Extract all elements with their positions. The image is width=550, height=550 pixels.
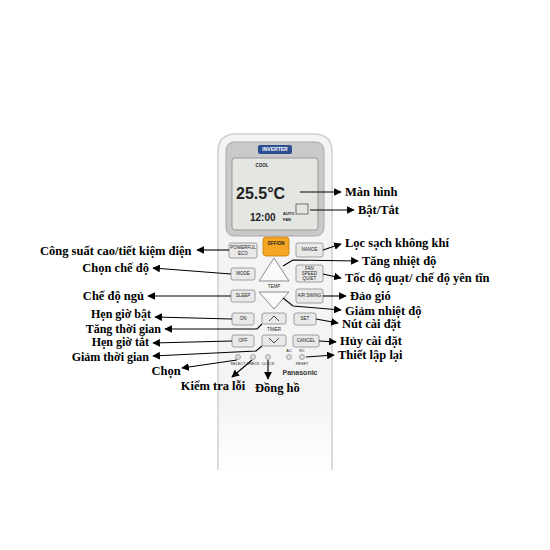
panel-label: RC (299, 349, 304, 353)
panel-label: TEMP (268, 284, 281, 289)
inverter-badge (258, 145, 292, 154)
callout-label: Chọn (151, 364, 180, 378)
temp-up-button (259, 258, 289, 281)
callout-label: Thiết lập lại (338, 348, 403, 362)
callout-label: Tốc độ quạt/ chế độ yên tĩn (345, 271, 489, 285)
fan-icon (296, 204, 308, 214)
button-label: NANOE (301, 247, 317, 252)
lcd (232, 158, 318, 230)
button-label: ON (240, 316, 247, 321)
button-label: SLEEP (236, 293, 251, 298)
button-label: POWERFUL ECO (230, 245, 256, 255)
lcd-text: COOL (256, 163, 269, 168)
panel-label: SELECT (231, 362, 246, 366)
callout-label: Chọn chế độ (82, 261, 149, 275)
callout-label: Bật/Tắt (358, 203, 399, 217)
up-symbol (269, 316, 279, 321)
lcd-text: AUTO (283, 212, 294, 217)
callout-label: Màn hình (345, 185, 397, 199)
callout-label: Tăng thời gian (86, 323, 161, 337)
panel-label: TIMER (267, 327, 281, 332)
callout-label: Giảm nhiệt độ (345, 304, 421, 318)
small-buttons (236, 355, 305, 360)
button-label: OFF (239, 338, 248, 343)
button-label: MODE (236, 271, 250, 276)
temp-down-button (259, 292, 289, 309)
buttons (229, 243, 323, 347)
button-label: CANCEL (297, 338, 315, 343)
lcd-text: FAN (283, 218, 291, 223)
callout-label: Hẹn giờ bật (91, 308, 151, 322)
callout-label: Giảm thời gian (72, 351, 149, 365)
button-label: OFF/ON (268, 241, 285, 246)
callout-label: Chế độ ngủ (83, 289, 144, 303)
button-label: FAN SPEED QUIET (297, 266, 322, 282)
callout-label: Nút cài đặt (342, 317, 401, 331)
remote-body (218, 134, 332, 470)
callout-label: Tăng nhiệt độ (362, 254, 436, 268)
brand-name: Panasonic (282, 369, 317, 377)
panel-label: AC (286, 349, 291, 353)
callout-label: Công suất cao/tiết kiệm điện (40, 244, 200, 258)
callout-label: Đảo gió (350, 289, 391, 303)
panel-label: RESET (296, 362, 309, 366)
badge-text: INVERTER (262, 147, 287, 153)
lcd-temperature: 25.5°C (236, 185, 285, 203)
lcd-clock: 12:00 (250, 212, 276, 224)
down-symbol (269, 338, 279, 343)
callout-label: Hẹn giờ tắt (92, 336, 149, 350)
power-button (263, 237, 289, 256)
button-label: SET (301, 316, 310, 321)
panel-label: CLOCK (261, 362, 274, 366)
leader-lines (148, 192, 358, 379)
callout-label: Kiểm tra lỗi (181, 379, 246, 393)
panel-label: CHECK (246, 362, 259, 366)
callout-label: Đồng hồ (255, 381, 300, 395)
callout-label: Lọc sạch không khí (345, 236, 449, 250)
button-label: AIR SWING (297, 293, 322, 298)
callout-label: Hủy cài đặt (340, 334, 402, 348)
screen-panel (226, 142, 324, 236)
